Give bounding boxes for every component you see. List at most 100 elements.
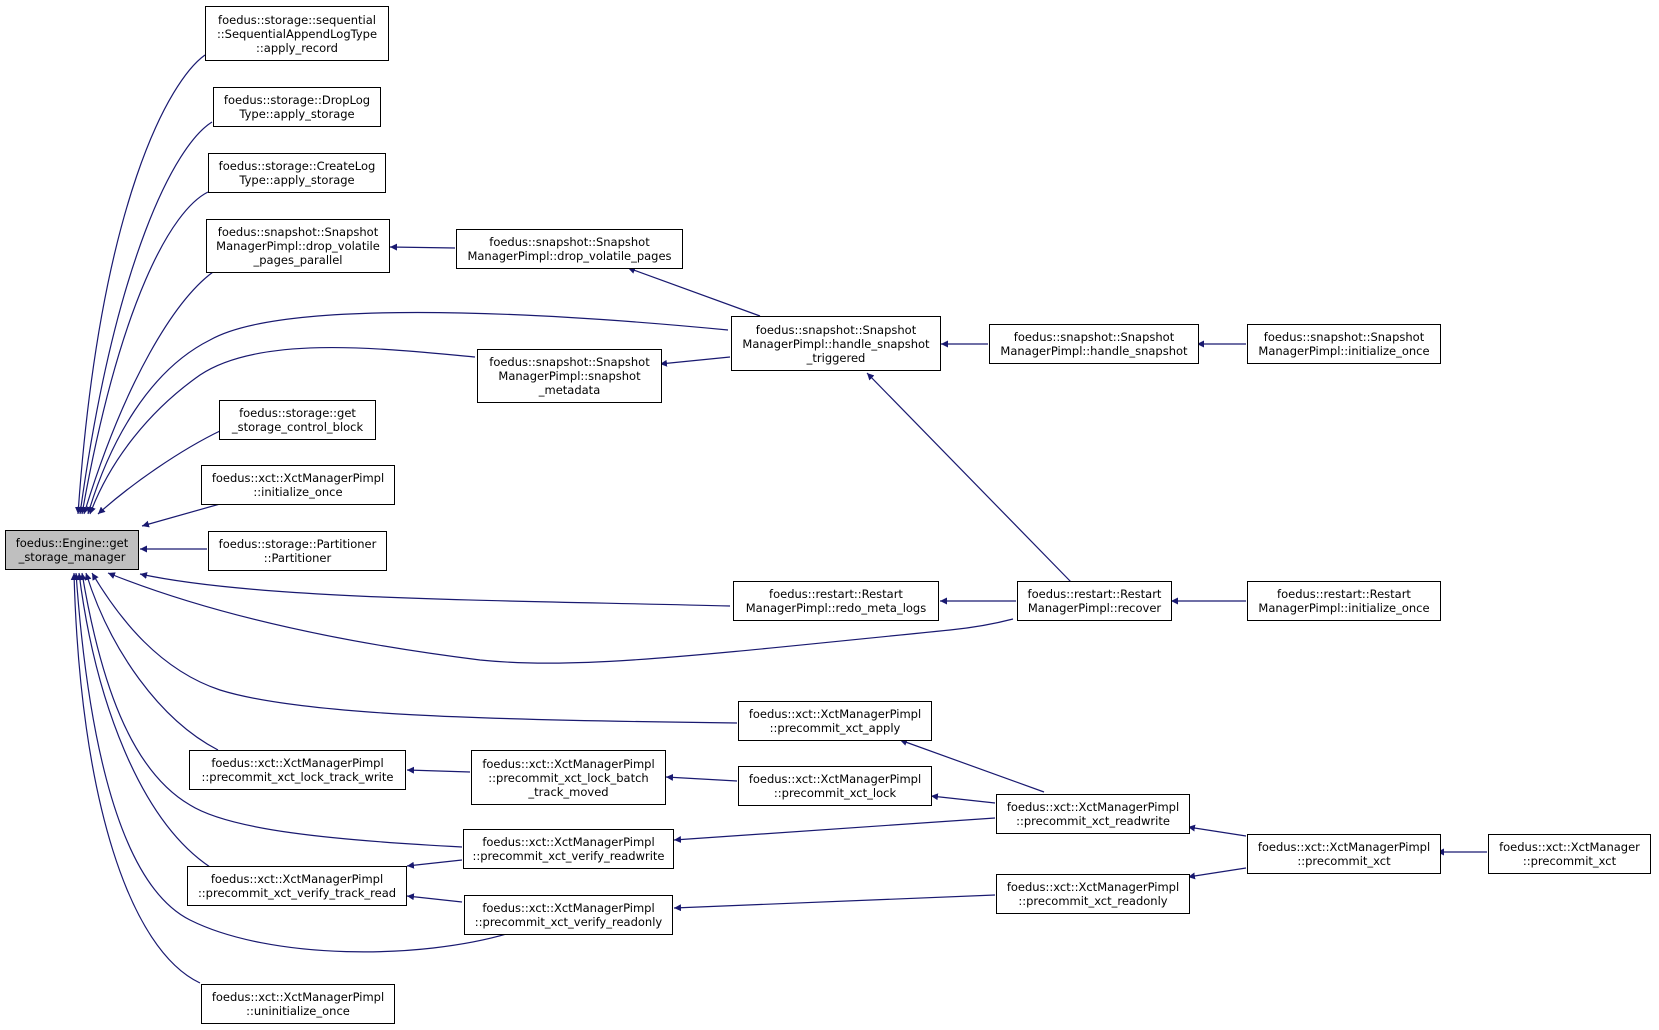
edge-snap_meta-root xyxy=(89,346,476,515)
label-line: foedus::storage::Partitioner xyxy=(218,537,377,551)
node-xct-initialize-once[interactable]: foedus::xct::XctManagerPimpl ::initializ… xyxy=(201,465,395,505)
label-line: foedus::xct::XctManagerPimpl xyxy=(482,901,655,915)
label-line: foedus::restart::Restart xyxy=(1277,587,1411,601)
label-line: ::precommit_xct_verify_readwrite xyxy=(472,849,665,863)
node-droplog-apply-storage[interactable]: foedus::storage::DropLog Type::apply_sto… xyxy=(213,87,381,127)
label-line: foedus::xct::XctManagerPimpl xyxy=(210,872,384,886)
edge-uninit-root xyxy=(70,572,201,984)
edge-handle_trig-root xyxy=(86,311,729,515)
node-redo-meta-logs[interactable]: foedus::restart::Restart ManagerPimpl::r… xyxy=(733,581,939,621)
edge-handle_trig-drop_vol xyxy=(627,267,761,317)
edge-drop_vol_par-root xyxy=(82,271,214,515)
label-line: foedus::restart::Restart xyxy=(1027,587,1162,601)
label-line: _pages_parallel xyxy=(253,253,343,267)
node-handle-snapshot-triggered[interactable]: foedus::snapshot::Snapshot ManagerPimpl:… xyxy=(731,316,941,371)
edge-drop_vol-drop_vol_par xyxy=(389,243,456,251)
edge-redo_meta-root xyxy=(139,572,731,607)
label-line: ::Partitioner xyxy=(263,551,332,565)
edge-verify_rw-verify_tr xyxy=(406,859,463,869)
edge-verify_ro-root xyxy=(73,572,511,953)
edge-precommit-readwrite xyxy=(1187,824,1247,837)
label-line: foedus::Engine::get xyxy=(15,536,129,550)
node-precommit-xct-verify-readonly[interactable]: foedus::xct::XctManagerPimpl ::precommit… xyxy=(464,895,673,935)
label-line: foedus::xct::XctManagerPimpl xyxy=(211,990,385,1004)
label-line: foedus::xct::XctManagerPimpl xyxy=(748,772,922,786)
label-line: foedus::storage::sequential xyxy=(218,12,376,27)
edge-handle_trig-snap_meta xyxy=(659,356,731,367)
node-precommit-xct-verify-track-read[interactable]: foedus::xct::XctManagerPimpl ::precommit… xyxy=(187,866,407,906)
label-line: ::uninitialize_once xyxy=(246,1004,350,1018)
node-precommit-xct[interactable]: foedus::xct::XctManagerPimpl ::precommit… xyxy=(1247,834,1441,874)
edge-lock_track_write-root xyxy=(84,572,219,751)
label-line: ::precommit_xct xyxy=(1297,854,1391,868)
edge-drop_log-root xyxy=(77,121,213,515)
node-createlog-apply-storage[interactable]: foedus::storage::CreateLog Type::apply_s… xyxy=(208,153,386,193)
node-sequential-apply-record[interactable]: foedus::storage::sequential ::Sequential… xyxy=(205,6,389,61)
label-line: foedus::xct::XctManagerPimpl xyxy=(211,471,385,485)
node-precommit-xct-apply[interactable]: foedus::xct::XctManagerPimpl ::precommit… xyxy=(738,701,932,741)
label-line: foedus::storage::get xyxy=(239,406,356,420)
node-drop-volatile-pages-parallel[interactable]: foedus::snapshot::Snapshot ManagerPimpl:… xyxy=(206,219,390,273)
label-line: foedus::xct::XctManagerPimpl xyxy=(748,707,922,721)
node-handle-snapshot[interactable]: foedus::snapshot::Snapshot ManagerPimpl:… xyxy=(989,324,1199,364)
node-precommit-xct-lock-batch-track-moved[interactable]: foedus::xct::XctManagerPimpl ::precommit… xyxy=(471,750,666,805)
node-drop-volatile-pages[interactable]: foedus::snapshot::Snapshot ManagerPimpl:… xyxy=(456,229,683,269)
label-line: ManagerPimpl::recover xyxy=(1027,601,1162,615)
node-snapshot-initialize-once[interactable]: foedus::snapshot::Snapshot ManagerPimpl:… xyxy=(1247,324,1441,364)
label-line: foedus::storage::DropLog xyxy=(223,93,371,107)
node-precommit-xct-verify-readwrite[interactable]: foedus::xct::XctManagerPimpl ::precommit… xyxy=(463,829,674,869)
edge-get_scb-root xyxy=(97,429,223,515)
label-line: ManagerPimpl::snapshot xyxy=(498,369,641,383)
label-line: foedus::xct::XctManagerPimpl xyxy=(1257,840,1431,854)
node-precommit-xct-lock[interactable]: foedus::xct::XctManagerPimpl ::precommit… xyxy=(738,766,932,806)
node-restart-initialize-once[interactable]: foedus::restart::Restart ManagerPimpl::i… xyxy=(1247,581,1441,621)
label-line: foedus::snapshot::Snapshot xyxy=(755,322,917,337)
label-line: foedus::snapshot::Snapshot xyxy=(1263,330,1425,344)
edge-readwrite-xct_lock xyxy=(930,793,996,804)
node-xct-uninitialize-once[interactable]: foedus::xct::XctManagerPimpl ::uninitial… xyxy=(201,984,395,1024)
label-line: ::initialize_once xyxy=(253,485,343,499)
label-line: ::SequentialAppendLogType xyxy=(216,26,378,41)
label-line: ManagerPimpl::redo_meta_logs xyxy=(745,601,927,615)
node-xctmanager-precommit-xct[interactable]: foedus::xct::XctManager ::precommit_xct xyxy=(1488,834,1651,874)
label-line: ::precommit_xct xyxy=(1522,854,1617,868)
node-precommit-xct-lock-track-write[interactable]: foedus::xct::XctManagerPimpl ::precommit… xyxy=(189,750,406,790)
node-snapshot-metadata[interactable]: foedus::snapshot::Snapshot ManagerPimpl:… xyxy=(477,349,662,403)
edge-readwrite-verify_rw xyxy=(673,817,996,844)
label-line: ::precommit_xct_verify_readonly xyxy=(474,915,663,929)
label-line: foedus::restart::Restart xyxy=(769,587,903,601)
label-line: ::precommit_xct_lock xyxy=(773,786,897,800)
node-precommit-xct-readonly[interactable]: foedus::xct::XctManagerPimpl ::precommit… xyxy=(996,874,1190,914)
label-line: ManagerPimpl::drop_volatile_pages xyxy=(467,249,672,263)
label-line: ::precommit_xct_verify_track_read xyxy=(197,886,397,900)
label-line: ::precommit_xct_apply xyxy=(769,721,901,735)
label-line: ManagerPimpl::handle_snapshot xyxy=(742,336,930,351)
label-line: foedus::snapshot::Snapshot xyxy=(489,235,650,249)
label-line: ManagerPimpl::drop_volatile xyxy=(216,239,380,253)
node-get-storage-control-block[interactable]: foedus::storage::get _storage_control_bl… xyxy=(219,400,376,440)
edge-readwrite-xct_apply xyxy=(899,739,1045,793)
edge-readonly-verify_ro xyxy=(673,894,996,912)
edge-verify_tr-root xyxy=(76,572,211,868)
node-restart-recover[interactable]: foedus::restart::Restart ManagerPimpl::r… xyxy=(1017,581,1172,621)
label-line: foedus::xct::XctManagerPimpl xyxy=(482,835,655,849)
label-line: ManagerPimpl::initialize_once xyxy=(1258,601,1430,615)
label-line: _storage_control_block xyxy=(231,420,364,434)
label-line: Type::apply_storage xyxy=(239,107,355,121)
label-line: Type::apply_storage xyxy=(239,173,355,187)
label-line: _metadata xyxy=(538,383,601,397)
label-line: foedus::snapshot::Snapshot xyxy=(489,355,650,369)
edge-verify_rw-root xyxy=(79,572,463,848)
node-precommit-xct-readwrite[interactable]: foedus::xct::XctManagerPimpl ::precommit… xyxy=(996,794,1190,834)
label-line: _track_moved xyxy=(528,784,609,799)
label-line: ManagerPimpl::initialize_once xyxy=(1258,344,1430,358)
label-line: foedus::xct::XctManagerPimpl xyxy=(1006,800,1180,814)
edge-xct_lock-lock_batch xyxy=(665,773,738,782)
label-line: _storage_manager xyxy=(18,550,126,564)
node-partitioner[interactable]: foedus::storage::Partitioner ::Partition… xyxy=(208,531,387,571)
node-engine-get-storage-manager[interactable]: foedus::Engine::get _storage_manager xyxy=(5,530,139,570)
label-line: foedus::storage::CreateLog xyxy=(218,159,376,173)
edge-xct_init-root xyxy=(141,501,228,528)
